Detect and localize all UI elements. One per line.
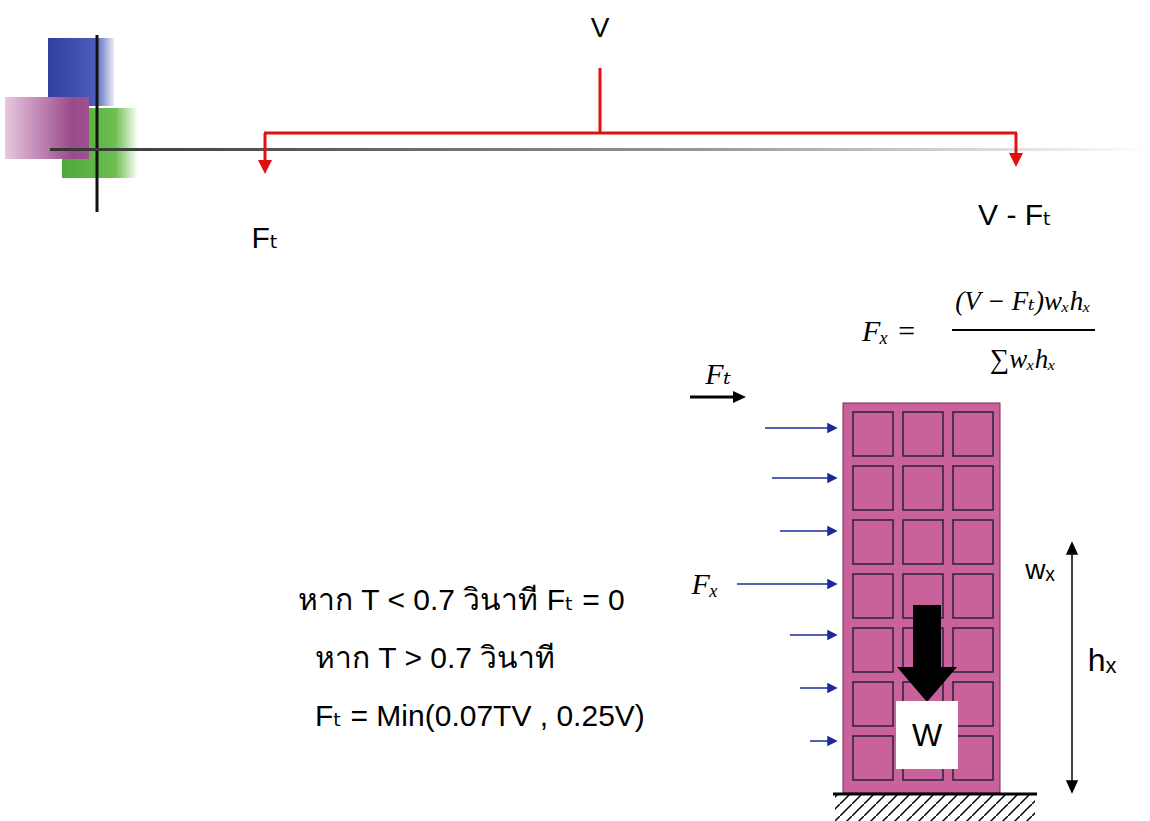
fraction-bar — [952, 329, 1095, 331]
height-label: hₓ — [1088, 642, 1116, 679]
rule-text: หาก T < 0.7 วินาที Fₜ = 0 — [298, 583, 625, 618]
weight-symbol: W — [912, 717, 942, 754]
force-arrows — [737, 424, 836, 745]
force-label: Fₜ — [705, 357, 731, 392]
formula-lhs: Fₓ = — [862, 314, 917, 349]
force-label: Fₓ — [692, 567, 719, 602]
height-dimension — [1067, 543, 1077, 792]
rule-text: หาก T > 0.7 วินาที — [315, 641, 555, 676]
force-label: Fₜ — [251, 221, 278, 256]
weight-label: wₓ — [1025, 554, 1054, 586]
formula-denominator: ∑wₓhₓ — [990, 344, 1056, 375]
shear-label: V — [591, 12, 610, 44]
formula-numerator: (V − Fₜ)wₓhₓ — [955, 286, 1091, 317]
weight-box: W — [896, 701, 958, 769]
weight-arrow — [897, 605, 957, 702]
shear-split — [258, 68, 1023, 174]
ground — [833, 794, 1037, 821]
top-force-arrow — [690, 391, 746, 403]
building-windows — [853, 412, 993, 780]
rule-line — [50, 148, 1150, 151]
force-label: V - Fₜ — [978, 198, 1052, 233]
corner-decoration — [5, 35, 138, 212]
building-frame — [843, 403, 1000, 793]
rule-text: Fₜ = Min(0.07TV , 0.25V) — [315, 699, 645, 734]
